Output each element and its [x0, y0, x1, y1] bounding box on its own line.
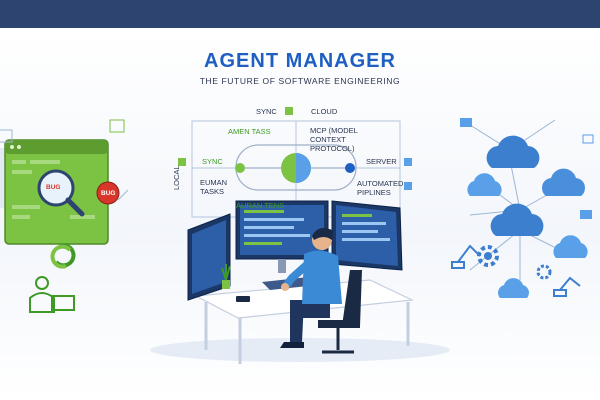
computer-icon: [460, 118, 594, 219]
server-square: [404, 158, 412, 166]
mcp-label: MCP (MODEL CONTEXT PROTOCOL): [310, 126, 358, 153]
local-label: LOCAL: [172, 165, 181, 190]
gear-icon: [477, 245, 499, 267]
sync-node: [281, 153, 311, 183]
human-tasks-label: EUMAN TASKS: [200, 178, 228, 196]
robot-arm-icon: [553, 276, 581, 297]
sync-left-square: [178, 158, 186, 166]
bottom-diagram-label: AURAN TENS: [236, 201, 285, 210]
cloud-icon: [541, 168, 586, 196]
left-doodles: [0, 119, 129, 201]
cloud-icon: [467, 173, 502, 196]
plant: [221, 264, 231, 289]
magnifier-icon: [37, 169, 85, 217]
phone: [236, 296, 250, 302]
developer-figure: [280, 228, 362, 354]
person-icon: [29, 276, 75, 313]
sync-left-label: SYNC: [202, 157, 223, 166]
server-label: SERVER: [366, 157, 397, 166]
bug-icon: [96, 181, 120, 205]
refresh-icon: [50, 243, 76, 269]
bug-label-badge: BUG: [101, 190, 116, 197]
gear-icon: [536, 264, 552, 280]
top-bar: [0, 0, 600, 28]
right-node: [345, 163, 355, 173]
cloud-icon: [486, 135, 540, 168]
sync-top-label: SYNC: [256, 107, 277, 116]
left-node: [235, 163, 245, 173]
computer-monitors: [187, 200, 403, 301]
agent-tasks-label: AMEN TASS: [228, 127, 271, 136]
cloud-icon: [490, 203, 544, 236]
cloud-label: CLOUD: [311, 107, 338, 116]
cloud-icon: [553, 235, 588, 258]
sync-top-square: [285, 107, 293, 115]
page-subtitle: THE FUTURE OF SOFTWARE ENGINEERING: [199, 76, 401, 86]
bug-label-magnifier: BUG: [46, 184, 61, 191]
page-title: AGENT MANAGER: [204, 50, 396, 72]
robot-arm-icon: [451, 244, 481, 269]
pipeline-square: [404, 182, 412, 190]
automated-pipelines-label: AUTOMATED PIPLINES: [357, 179, 404, 197]
cloud-icon: [498, 278, 529, 298]
